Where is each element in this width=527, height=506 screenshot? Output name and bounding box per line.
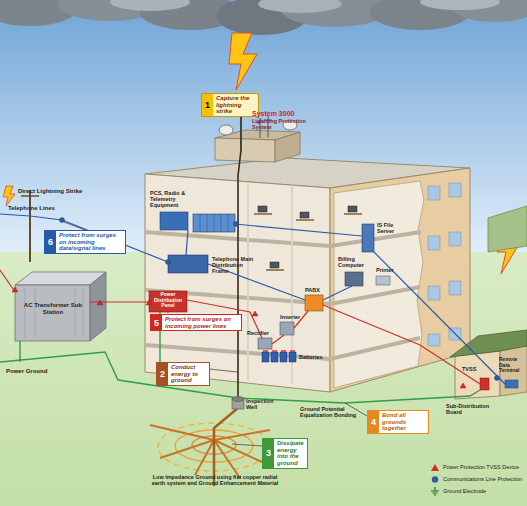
building-side-wall: [330, 168, 470, 392]
tvss-symbol: [431, 464, 439, 471]
pole-crossarm: [21, 195, 39, 197]
clouds: [0, 0, 527, 35]
callout-text: Bond all grounds together: [379, 411, 428, 433]
callout-box: 2Conduct energy to ground: [156, 362, 210, 386]
ground-bonding-wire: [0, 312, 480, 403]
callout-text: Protect from surges on incoming power li…: [162, 315, 241, 330]
part-label: Ground Potential Equalization Bonding: [300, 406, 362, 418]
callout-text: Dissipate energy into the ground: [274, 439, 307, 468]
part-label: Inverter: [280, 314, 306, 320]
protector-symbol: [432, 476, 438, 482]
callout-box: 4Bond all grounds together: [367, 410, 429, 434]
part-label: Low Impedance Ground using flat copper r…: [150, 474, 280, 486]
part-label: System 3000: [252, 110, 302, 118]
window: [428, 183, 461, 346]
part-label: Lightning Protection System: [252, 118, 308, 130]
house-side: [500, 345, 527, 396]
legend-text: Communications Line Protection: [443, 476, 522, 482]
legend-row: Power Protection TVSS Device: [430, 463, 526, 472]
callout-number: 3: [263, 439, 274, 468]
distant-building: [488, 206, 527, 252]
part-label: Power Ground: [6, 368, 56, 375]
legend-symbol: [430, 487, 440, 496]
part-label: Direct Lightning Strike: [18, 188, 88, 195]
part-label: IS File Server: [377, 222, 403, 234]
down-conductor: [238, 150, 241, 398]
rectifier-unit: [258, 338, 272, 349]
callout-text: Capture the lightning strike: [213, 94, 258, 116]
callout-number: 6: [45, 231, 56, 253]
legend-symbol: [430, 463, 440, 472]
radial-copper-strip: [150, 425, 270, 478]
legend-symbol: [430, 475, 440, 484]
sub-distribution-board: [480, 378, 489, 390]
part-label: TVSS: [462, 366, 482, 372]
part-label: Remote Data Terminal: [499, 357, 526, 374]
inverter-unit: [280, 322, 294, 335]
printer: [376, 276, 390, 285]
callout-box: 5Protect from surges on incoming power l…: [150, 314, 242, 331]
pcs-cabinet: [160, 212, 188, 230]
file-server: [362, 224, 374, 252]
cloud: [258, 0, 342, 13]
part-label: Sub-Distribution Board: [446, 403, 490, 415]
cloud: [420, 0, 500, 10]
callout-box: 6Protect from surges on incoming data/si…: [44, 230, 126, 254]
lightning-bolt: [229, 33, 257, 90]
legend-row: Ground Electrode: [430, 487, 526, 496]
battery-terminal: [263, 350, 295, 352]
penthouse-front: [215, 138, 275, 162]
battery: [262, 352, 296, 362]
callout-text: Protect from surges on incoming data/sig…: [56, 231, 125, 253]
part-label: Billing Computer: [338, 256, 370, 268]
part-label: Rectifier: [247, 330, 273, 336]
inspection-well-cover: [232, 397, 244, 402]
tvss-device: [12, 287, 466, 388]
data-terminal: [505, 380, 518, 388]
penthouse-side: [275, 132, 300, 162]
legend-text: Ground Electrode: [443, 488, 486, 494]
callout-number: 4: [368, 411, 379, 433]
part-label: AC Transformer Sub Station: [18, 302, 88, 315]
transformer-front: [15, 285, 90, 341]
rack-divider: [200, 214, 228, 232]
part-label: Telephone Main Distribution Frame: [212, 256, 257, 274]
part-label: Power Distribution Panel: [150, 292, 186, 309]
ground-symbol: [431, 487, 439, 495]
part-label: PCS, Radio & Telemetry Equipment: [150, 190, 196, 208]
telephone-pole: [29, 190, 31, 262]
radio-rack: [193, 214, 235, 232]
telecom-line: [0, 214, 505, 384]
part-label: Printer: [376, 267, 402, 273]
legend: Power Protection TVSS DeviceCommunicatio…: [430, 463, 526, 496]
callout-number: 1: [202, 94, 213, 116]
leader-line: [64, 222, 367, 446]
callout-text: Conduct energy to ground: [168, 363, 209, 385]
legend-row: Communications Line Protection: [430, 475, 526, 484]
callout-box: 3Dissipate energy into the ground: [262, 438, 308, 469]
house-roof: [450, 330, 527, 357]
cloud: [110, 0, 190, 11]
part-label: PABX: [305, 287, 327, 293]
transformer-side: [90, 272, 106, 341]
billing-computer: [345, 272, 363, 286]
distribution-frame: [168, 255, 208, 273]
part-label: Inspection Well: [246, 398, 286, 410]
part-label: Batteries: [299, 354, 329, 360]
pabx-unit: [305, 295, 323, 311]
part-label: Telephone Lines: [8, 205, 68, 212]
lightning-bolt: [3, 186, 15, 206]
callout-box: 1Capture the lightning strike: [201, 93, 259, 117]
satellite-dish: [219, 125, 233, 135]
power-panel: [149, 291, 187, 312]
callout-number: 2: [157, 363, 168, 385]
callout-number: 5: [151, 315, 162, 330]
legend-text: Power Protection TVSS Device: [443, 464, 519, 470]
